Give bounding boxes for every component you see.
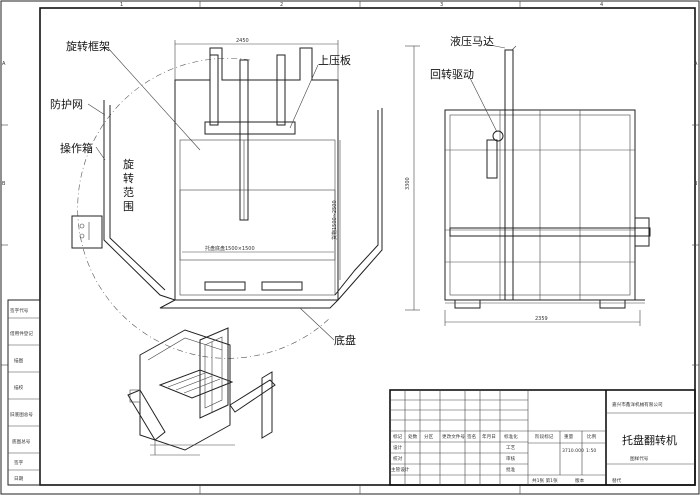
tb-row-label: 主管设计	[391, 466, 410, 473]
dim-pallet: 托盘底盘1500×1500	[205, 245, 255, 252]
base-plate-outline	[159, 299, 339, 309]
strip-item: 借用件登记	[10, 330, 33, 337]
dim-inner-height: 货物1500~2500	[331, 200, 338, 240]
tb-version: 版本	[575, 477, 585, 484]
tb-scale-val: 1:50	[586, 448, 596, 454]
tb-col-label: 年月日	[482, 433, 496, 440]
tb-scale-header: 比例	[587, 433, 597, 440]
label-rotation-4: 围	[123, 200, 134, 213]
side-labels: 液压马达 回转驱动	[430, 34, 506, 133]
tb-product-name: 托盘翻转机	[622, 433, 677, 447]
rotation-arc	[77, 58, 331, 359]
tb-weight-val: 3710.000	[562, 448, 584, 454]
tick-label: B	[694, 181, 698, 187]
tb-col-label: 处数	[408, 433, 418, 440]
strip-item: 描校	[14, 384, 24, 391]
strip-item: 日期	[14, 476, 24, 482]
tb-col-label: 分区	[424, 433, 434, 440]
tb-right-label: 工艺	[506, 445, 516, 451]
isometric-view	[127, 327, 276, 456]
tb-right-label: 审核	[506, 455, 516, 462]
tb-stage-header: 阶段标记	[535, 433, 554, 440]
label-hydraulic-motor: 液压马达	[450, 34, 494, 48]
tick-label: B	[2, 181, 6, 187]
side-view: 2359	[444, 45, 651, 326]
tb-sheet-info: 共1张 第1张	[532, 477, 558, 484]
strip-item: 签字	[14, 459, 24, 466]
tick-label: A	[694, 61, 698, 67]
tb-col-label: 签名	[467, 433, 476, 440]
tick-label: 4	[600, 2, 603, 8]
dim-side-width: 2359	[535, 316, 548, 322]
label-rotating-frame: 旋转框架	[66, 39, 110, 53]
tb-replace: 替代	[612, 477, 622, 484]
tb-row-label: 标记	[393, 433, 403, 440]
strip-item: 描图	[14, 357, 24, 364]
tb-weight-header: 重量	[564, 433, 574, 440]
tick-label: 1	[120, 2, 123, 8]
label-control-box: 操作箱	[60, 141, 93, 155]
tb-row-label: 校对	[393, 455, 403, 462]
strip-item: 旧底图总号	[10, 411, 33, 418]
tick-label: 2	[280, 2, 283, 8]
upper-plate-beam	[204, 121, 296, 135]
label-rotation-3: 范	[123, 185, 134, 199]
main-frame	[174, 47, 339, 301]
tick-label: 3	[440, 2, 443, 8]
label-rotation-2: 转	[123, 171, 134, 185]
label-rotation-1: 旋	[123, 157, 134, 171]
label-guard-net: 防护网	[50, 97, 83, 111]
front-labels: 旋转框架 防护网 操作箱 旋 转 范 围 上压板 底盘	[50, 39, 356, 347]
control-box	[71, 215, 103, 249]
label-rotary-drive: 回转驱动	[430, 67, 474, 81]
tb-right-label: 批准	[506, 466, 516, 473]
tb-row-label: 设计	[393, 444, 403, 451]
left-strip-table: 签字代号 借用件登记 描图 描校 旧底图总号 底图总号 签字 日期	[7, 299, 41, 486]
front-view: 2450 3300 货物1500~2500 托盘底盘1500×1500	[71, 38, 420, 359]
tb-col-label: 更改文件号	[442, 433, 465, 440]
tb-company: 嘉兴市鑫洋机械有限公司	[612, 401, 663, 408]
tick-label: A	[2, 61, 6, 67]
tb-drawing-no: 图样代号	[630, 455, 649, 462]
dim-height-right: 3300	[405, 177, 411, 190]
tb-right-label: 标准化	[504, 433, 518, 440]
title-block: 标记 设计 校对 主管设计 处数 分区 更改文件号 签名 年月日 标准化 工艺 …	[389, 389, 696, 486]
strip-item: 签字代号	[10, 307, 29, 314]
strip-item: 底图总号	[12, 438, 31, 445]
label-upper-plate: 上压板	[318, 53, 351, 67]
label-base-plate: 底盘	[334, 333, 356, 347]
inner-frame	[39, 7, 696, 486]
dim-top-width: 2450	[236, 38, 249, 44]
